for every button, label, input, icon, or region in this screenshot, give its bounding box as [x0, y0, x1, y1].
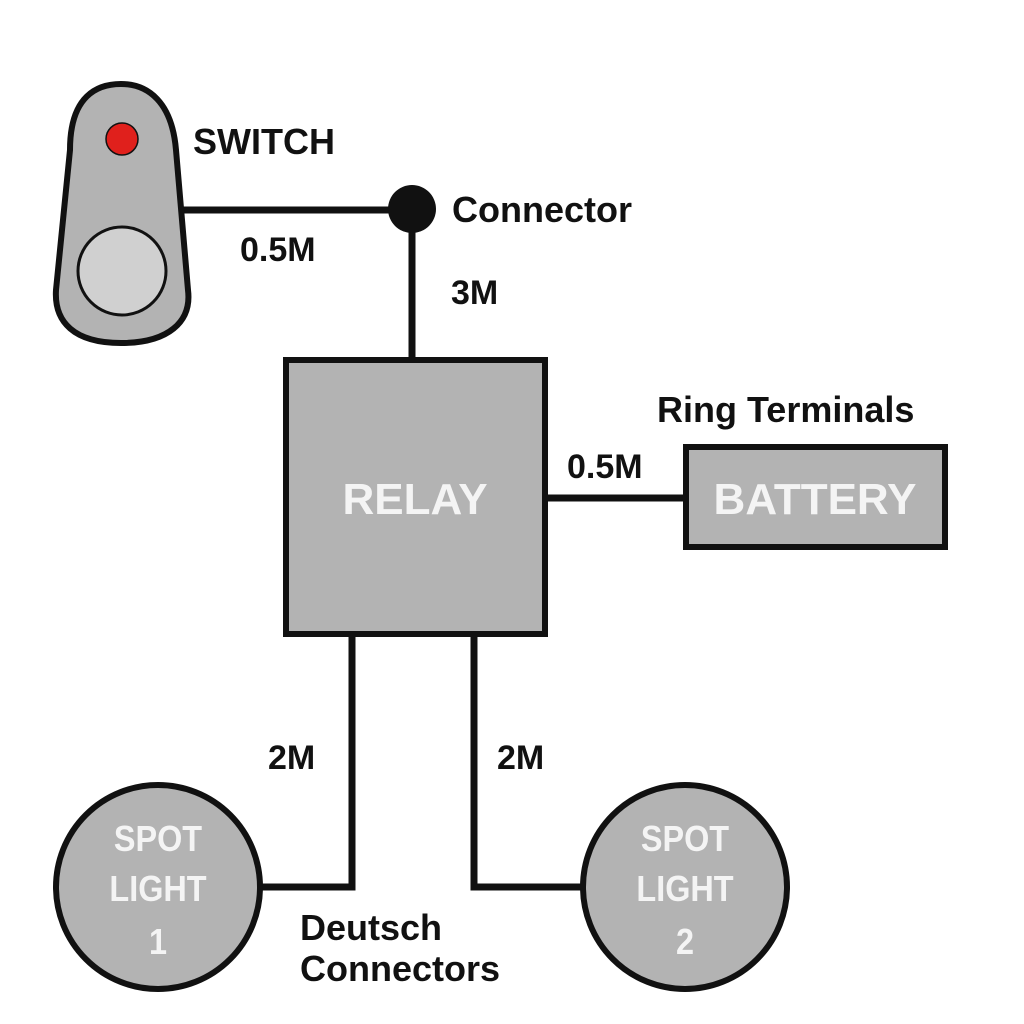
- wire-length-connector-to-relay: 3M: [451, 274, 498, 312]
- battery-box: [683, 444, 948, 550]
- battery-label: BATTERY: [714, 475, 917, 524]
- switch-button: [76, 225, 168, 317]
- connector-dot: [388, 185, 436, 233]
- battery: BATTERY: [683, 444, 948, 550]
- spot-light-1-line-3: 1: [149, 922, 167, 962]
- wire-length-relay-to-battery: 0.5M: [567, 448, 643, 486]
- spot-light-1-line-1: SPOT: [114, 819, 202, 859]
- relay-label: RELAY: [342, 475, 487, 524]
- deutsch-connectors-label-line-1: Deutsch: [300, 907, 442, 948]
- spot-light-1-circle: [53, 782, 263, 992]
- wire-length-relay-to-spot-light-1: 2M: [268, 739, 315, 777]
- spot-light-2-line-2: LIGHT: [636, 869, 733, 909]
- wire-length-switch-to-connector: 0.5M: [240, 231, 316, 269]
- switch-indicator-light: [105, 122, 139, 156]
- spot-light-2-circle: [580, 782, 790, 992]
- wires: [178, 206, 686, 891]
- spot-light-1-line-2: LIGHT: [109, 869, 206, 909]
- wire-relay-to-spot-light-1: [262, 634, 356, 891]
- switch: [52, 80, 192, 347]
- wire-relay-to-spot-light-2: [470, 634, 582, 891]
- wire-length-relay-to-spot-light-2: 2M: [497, 739, 544, 777]
- spot-light-2: SPOT LIGHT 2: [580, 782, 790, 992]
- spot-light-2-line-1: SPOT: [641, 819, 729, 859]
- spot-light-2-line-3: 2: [676, 922, 694, 962]
- connector-label: Connector: [452, 189, 632, 230]
- relay-box: [283, 357, 548, 637]
- ring-terminals-label: Ring Terminals: [657, 389, 914, 430]
- spot-light-1: SPOT LIGHT 1: [53, 782, 263, 992]
- switch-label: SWITCH: [193, 121, 335, 162]
- relay: RELAY: [283, 357, 548, 637]
- deutsch-connectors-label-line-2: Connectors: [300, 948, 500, 989]
